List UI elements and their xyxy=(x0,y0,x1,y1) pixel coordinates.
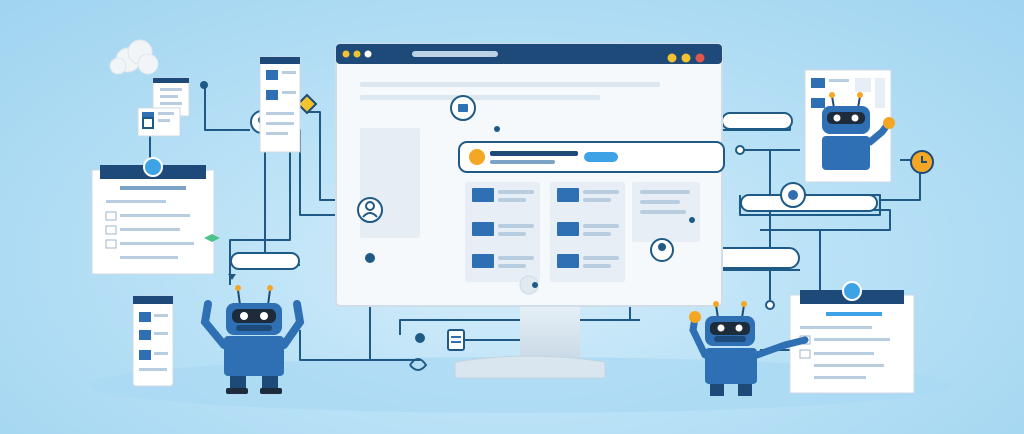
document-right-bottom xyxy=(789,281,915,394)
card-line xyxy=(490,151,578,156)
search-icon xyxy=(469,149,485,165)
document-small-top xyxy=(137,56,301,153)
card-line xyxy=(490,160,555,164)
monitor-base xyxy=(454,355,606,379)
window-control-dot xyxy=(681,53,691,63)
window-control-dot xyxy=(667,53,677,63)
robot-icon-top-right xyxy=(822,92,895,170)
robot-icon-right xyxy=(689,301,809,396)
cloud-icon xyxy=(109,39,159,75)
titlebar-dot xyxy=(364,50,372,58)
shield-icon xyxy=(142,117,154,129)
link-icon xyxy=(409,358,428,371)
connector-nodes xyxy=(200,81,934,371)
monitor xyxy=(335,43,725,379)
address-bar xyxy=(412,51,498,57)
diamond-icon xyxy=(296,93,318,115)
document-icon xyxy=(447,329,465,351)
titlebar-dot xyxy=(353,50,361,58)
sparkle-icon xyxy=(204,234,220,242)
content-grid xyxy=(465,182,700,282)
monitor-neck xyxy=(520,300,580,360)
phone-left xyxy=(132,295,174,387)
search-button xyxy=(584,152,618,162)
titlebar-dot xyxy=(342,50,350,58)
document-left-large xyxy=(91,157,215,275)
close-dot xyxy=(695,53,705,63)
robot-icon-left xyxy=(200,285,305,394)
monitor-titlebar xyxy=(336,44,722,64)
